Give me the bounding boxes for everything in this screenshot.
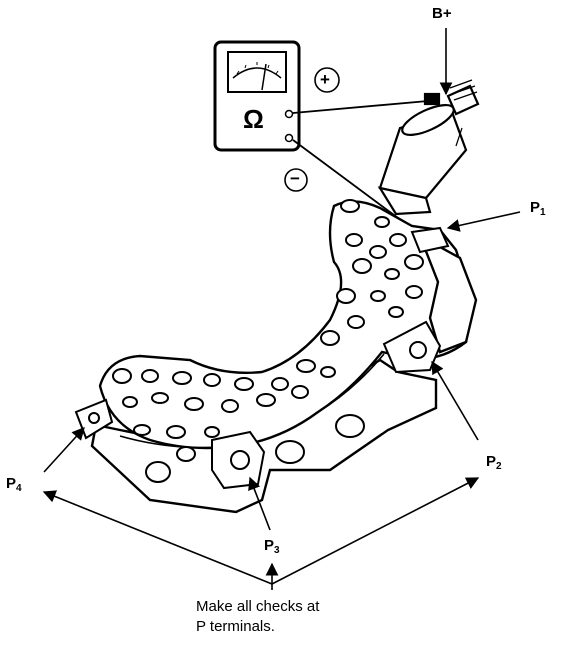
meter-terminal-positive: [284, 109, 294, 119]
meter-needle: [261, 63, 267, 91]
caption-arrow-right: [271, 477, 480, 585]
p2-label: P2: [486, 453, 502, 472]
b-plus-label: B+: [432, 5, 452, 22]
caption: Make all checks at P terminals.: [196, 597, 319, 637]
p1-arrow: [446, 211, 521, 232]
p3-arrow: [248, 476, 271, 531]
positive-lead: [292, 100, 429, 114]
p4-arrow: [43, 427, 85, 473]
ohm-symbol: Ω: [243, 104, 264, 134]
minus-circle: [284, 168, 308, 192]
plus-circle: [314, 67, 340, 93]
diode-stud: [377, 79, 480, 216]
p2-arrow: [431, 360, 479, 441]
meter-terminal-negative: [284, 133, 294, 143]
pointer-arrows: [42, 28, 521, 590]
terminal-p2: [382, 320, 442, 374]
rivet-holes: [112, 199, 424, 483]
p3-label: P3: [264, 537, 280, 556]
minus-sign: −: [290, 169, 300, 188]
terminal-p1: [410, 226, 450, 254]
caption-arrow-left: [42, 490, 273, 585]
terminal-p3: [211, 430, 266, 490]
p4-label: P4: [6, 475, 22, 494]
caption-line-1: Make all checks at: [196, 598, 320, 615]
p1-label: P1: [530, 199, 546, 218]
b-plus-terminal: [423, 92, 441, 106]
caption-line-2: P terminals.: [196, 618, 275, 635]
ohmmeter: [213, 40, 301, 152]
plus-sign: +: [320, 70, 330, 89]
